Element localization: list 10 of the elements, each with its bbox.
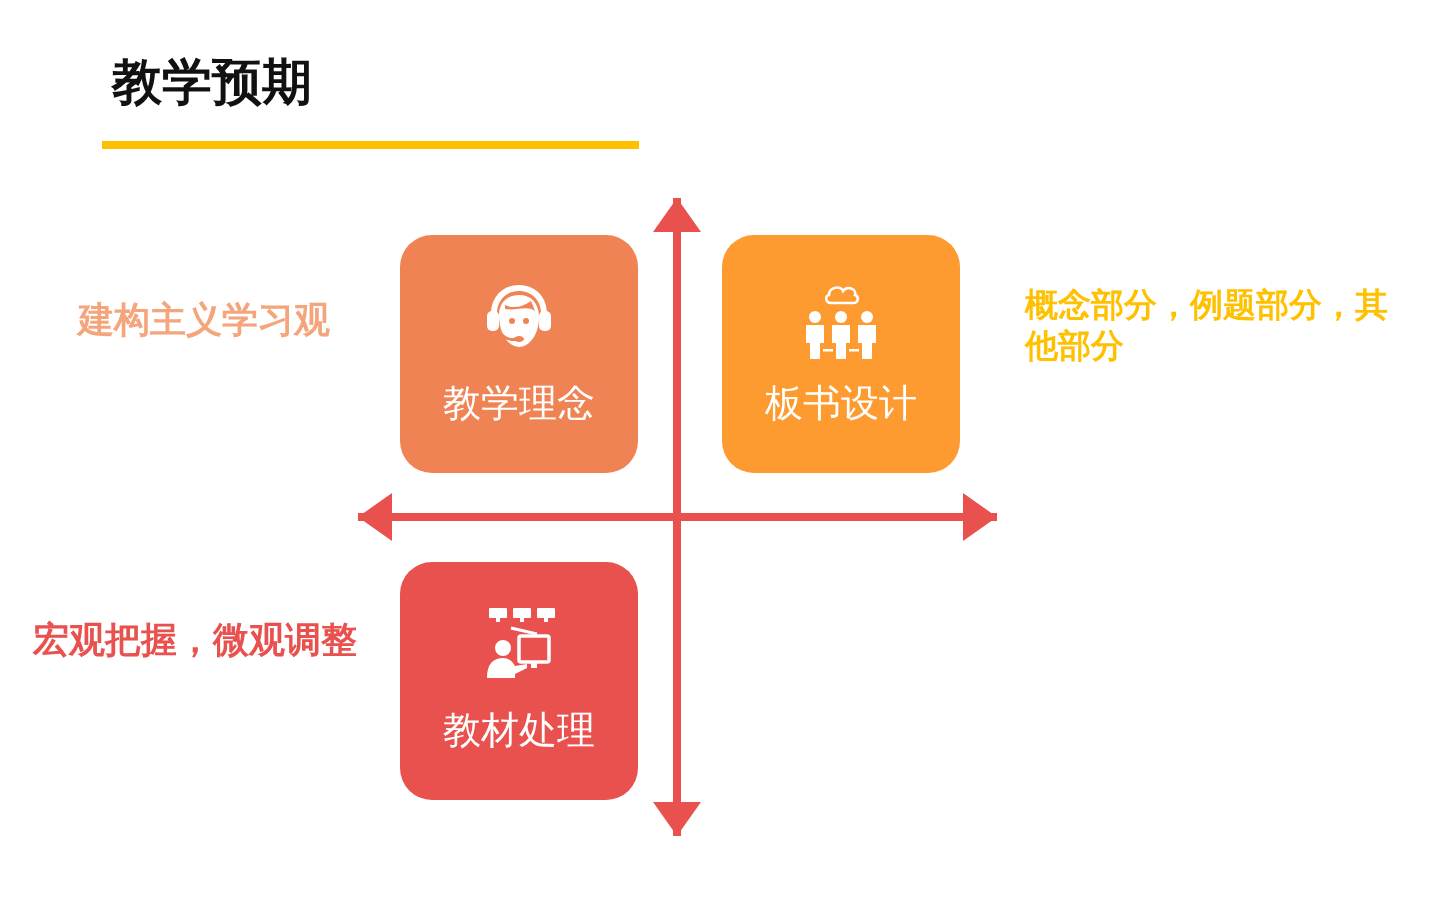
card-label: 板书设计: [764, 381, 918, 427]
card-label: 教材处理: [442, 708, 596, 754]
side-note: 建构主义学习观: [78, 298, 331, 342]
title: 教学预期: [112, 52, 312, 112]
rounded-card: [400, 562, 638, 800]
side-note: 概念部分，例题部分，其他部分: [1025, 284, 1389, 367]
rounded-card: [400, 235, 638, 473]
rounded-card: [722, 235, 960, 473]
card-label: 教学理念: [442, 381, 596, 427]
side-note: 宏观把握，微观调整: [33, 618, 358, 662]
